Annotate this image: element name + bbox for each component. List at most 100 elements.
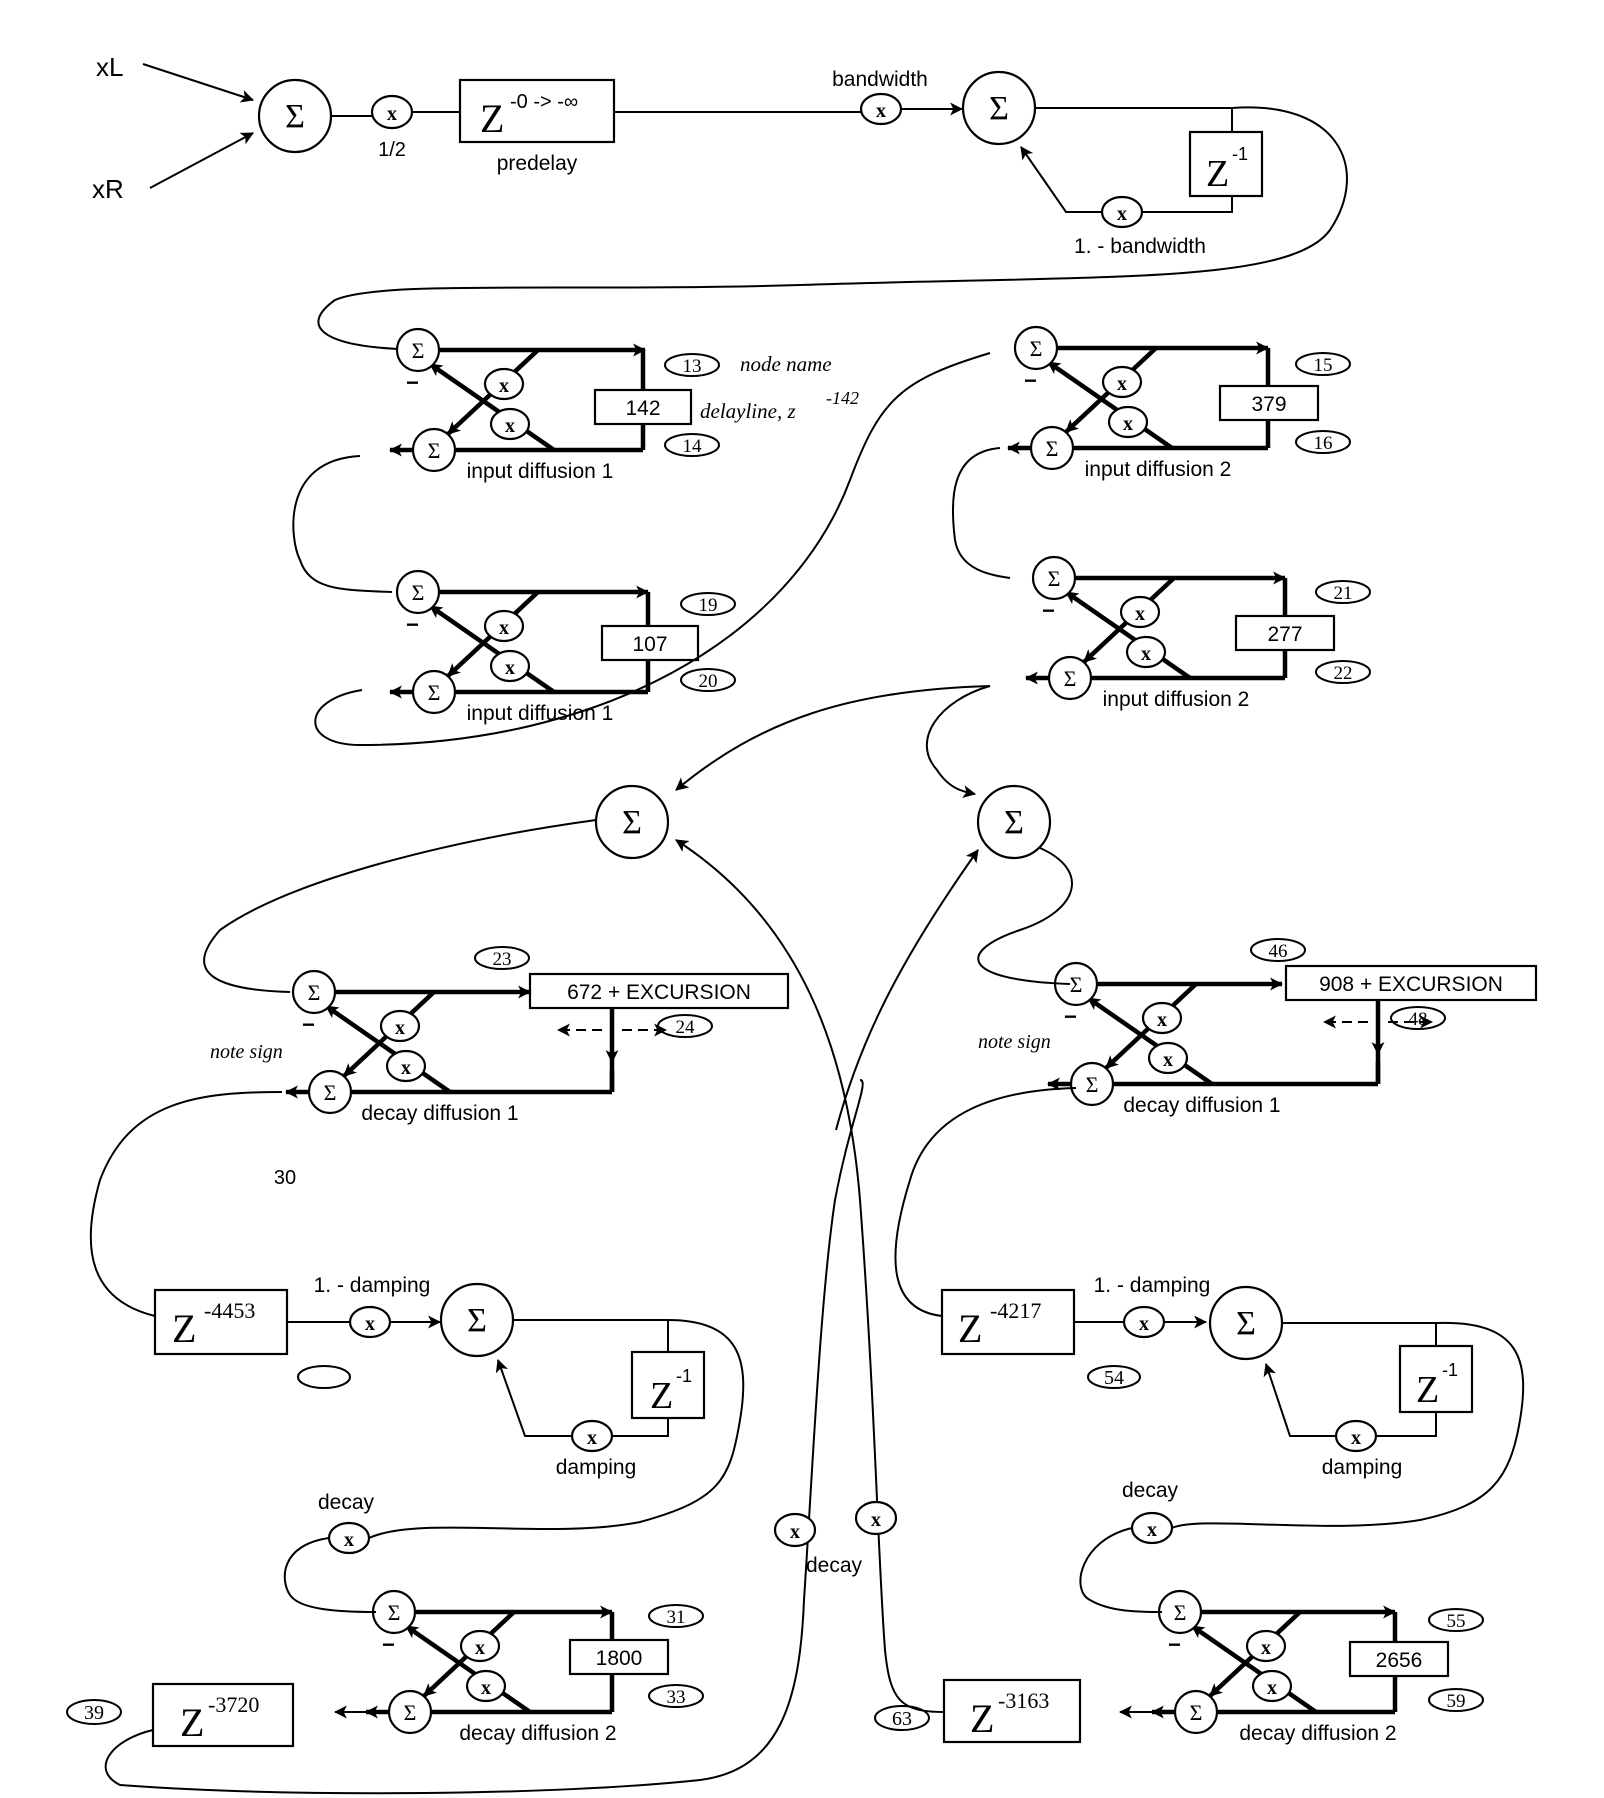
tag-23-oval [474, 946, 530, 970]
predelay-exponent: -0 -> -∞ [510, 91, 578, 113]
allpass-coef-node [1119, 595, 1161, 629]
input-right-label: xR [92, 174, 124, 204]
predelay-label: predelay [497, 152, 578, 175]
mul-symbol: x [871, 1509, 881, 1531]
mul-symbol: x [344, 1529, 354, 1551]
sum-symbol: Σ [1004, 804, 1024, 841]
tag-14-oval [664, 433, 720, 457]
tag-55: 55 [1447, 1611, 1466, 1632]
tag-16-oval [1295, 430, 1351, 454]
sum-symbol: Σ [285, 98, 305, 135]
allpass-coef-node [1125, 635, 1167, 669]
tag-63: 63 [892, 1708, 912, 1730]
sum-symbol: Σ [428, 680, 441, 705]
input-diffusion-2b-label: input diffusion 2 [1103, 688, 1250, 711]
decay-diffusion-2-right-delay-label: 2656 [1376, 1649, 1423, 1672]
input-diffusion-1b-label: input diffusion 1 [467, 702, 614, 725]
decay-diffusion-1-right-delay-label: 908 + EXCURSION [1319, 973, 1503, 996]
tag-55-oval [1428, 1608, 1484, 1632]
mul-symbol: x [1351, 1427, 1361, 1449]
left-tank: Σ Z -4453 x 1. - damping Σ Z -1 x dampin… [66, 784, 979, 1795]
mul-symbol: x [475, 1637, 485, 1659]
z4453-z: Z [172, 1306, 196, 1351]
tag-31: 31 [667, 1607, 686, 1628]
z4217-exponent: -4217 [990, 1298, 1041, 1323]
z4217-z: Z [958, 1306, 982, 1351]
note-sign-right: note sign [978, 1031, 1051, 1053]
mul-symbol: x [790, 1521, 800, 1543]
decay-label-right: decay [1122, 1479, 1179, 1502]
mul-symbol: x [481, 1677, 491, 1699]
z1-z: Z [1206, 153, 1229, 195]
sum-symbol: Σ [412, 580, 425, 605]
one-minus-damping-label-left: 1. - damping [314, 1274, 431, 1297]
bandwidth-label: bandwidth [832, 68, 928, 91]
decay-diffusion-1-left-delay-box [528, 972, 790, 1010]
input-left-label: xL [96, 52, 123, 82]
tag-21-oval [1315, 580, 1371, 604]
sum-symbol: Σ [1030, 336, 1043, 361]
allpass-coef-node [1245, 1629, 1287, 1663]
sum-symbol: Σ [1190, 1700, 1203, 1725]
input-diffusion-2a-label: input diffusion 2 [1085, 458, 1232, 481]
allpass-coef-node [465, 1669, 507, 1703]
input-diffusion-1b-delay-label: 107 [632, 633, 667, 656]
mul-symbol: x [1267, 1677, 1277, 1699]
mul-symbol: x [1261, 1637, 1271, 1659]
mul-symbol: x [1123, 413, 1133, 435]
allpass-coef-node [1107, 405, 1149, 439]
allpass-coef-node [459, 1629, 501, 1663]
tag-31-oval [648, 1604, 704, 1628]
allpass-coef-node [489, 649, 531, 683]
sum-symbol: Σ [1236, 1305, 1256, 1342]
allpass-coef-node [1141, 1001, 1183, 1035]
sum-symbol: Σ [1070, 972, 1083, 997]
mul-symbol: x [387, 103, 397, 125]
decay-diffusion-2-right-label: decay diffusion 2 [1239, 1722, 1396, 1745]
z3720-box [151, 1682, 295, 1748]
sum-symbol: Σ [1048, 566, 1061, 591]
input-diffusion-1a-label: input diffusion 1 [467, 460, 614, 483]
sum-symbol: Σ [989, 90, 1009, 127]
tag-48: 48 [1409, 1009, 1428, 1030]
z3163-exponent: -3163 [998, 1688, 1049, 1713]
half-gain-label: 1/2 [378, 139, 406, 161]
mul-symbol: x [505, 657, 515, 679]
input-diffusion-2b-delay-box [1234, 614, 1336, 652]
sum-symbol: Σ [404, 1700, 417, 1725]
tag-63-oval [874, 1705, 930, 1731]
tag-20-oval [680, 668, 736, 692]
z1-z: Z [650, 1375, 673, 1417]
tag-13-oval [664, 353, 720, 377]
decay-diffusion-1-left-label: decay diffusion 1 [361, 1102, 518, 1125]
mul-symbol: x [1139, 1313, 1149, 1335]
allpass-sum-node [1031, 555, 1077, 601]
tag-19: 19 [699, 595, 718, 616]
mul-symbol: x [1117, 373, 1127, 395]
tag-13: 13 [683, 356, 702, 377]
allpass-coef-node [483, 609, 525, 643]
z4217-box [940, 1288, 1076, 1356]
decay-diffusion-2-left-delay-box [568, 1638, 670, 1676]
z3163-box [942, 1678, 1082, 1744]
z1-z: Z [1416, 1369, 1439, 1411]
tag-33-oval [648, 1684, 704, 1708]
tag-24: 24 [676, 1017, 696, 1038]
sum-symbol: Σ [428, 438, 441, 463]
allpass-sum-node [291, 969, 337, 1015]
z1-exponent: -1 [1232, 144, 1248, 164]
allpass-coef-node [483, 367, 525, 401]
tag-21: 21 [1334, 583, 1353, 604]
sum-symbol: Σ [308, 980, 321, 1005]
tag-22-oval [1315, 660, 1371, 684]
sum-symbol: Σ [1174, 1600, 1187, 1625]
allpass-sum-node [395, 569, 441, 615]
bandwidth-z1-box [1188, 130, 1264, 198]
